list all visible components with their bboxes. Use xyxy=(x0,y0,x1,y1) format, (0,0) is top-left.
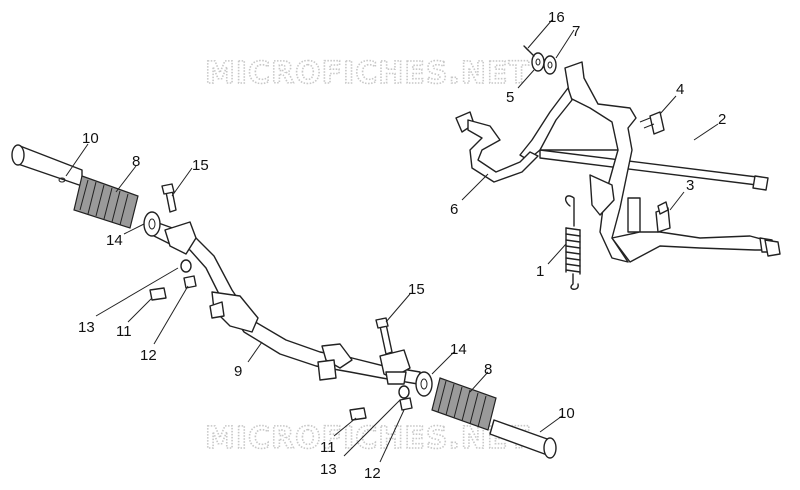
callout-13-left: 13 xyxy=(78,319,95,336)
shaft-bushing[interactable] xyxy=(639,111,665,135)
stand-foot-lever[interactable] xyxy=(455,111,539,183)
callout-13-right: 13 xyxy=(320,461,337,478)
callout-15-right: 15 xyxy=(408,281,425,298)
nut-12-left[interactable] xyxy=(183,275,197,289)
bolt-11-left[interactable] xyxy=(149,287,167,301)
footrest-tube-left[interactable] xyxy=(11,144,83,187)
callout-12-right: 12 xyxy=(364,465,381,482)
rubber-stopper[interactable] xyxy=(655,201,671,233)
callout-8-left: 8 xyxy=(132,153,140,170)
callout-14-left: 14 xyxy=(106,232,123,249)
watermark-top: MICROFICHES.NET xyxy=(205,56,530,91)
callout-11-right: 11 xyxy=(320,439,336,456)
callout-5: 5 xyxy=(506,89,514,106)
bolt-15-left[interactable] xyxy=(161,183,177,213)
bolt-15-right[interactable] xyxy=(375,317,393,355)
rubber-grip-right[interactable] xyxy=(431,377,497,431)
callout-6: 6 xyxy=(450,201,458,218)
rubber-grip-left[interactable] xyxy=(73,175,139,229)
callout-10-right: 10 xyxy=(558,405,575,422)
callout-12-left: 12 xyxy=(140,347,157,364)
pivot-shaft[interactable] xyxy=(539,149,769,191)
washer-5[interactable] xyxy=(531,52,545,72)
footrest-tube-right[interactable] xyxy=(489,419,557,459)
callout-14-right: 14 xyxy=(450,341,467,358)
callout-3: 3 xyxy=(686,177,694,194)
leader-lines xyxy=(65,19,719,463)
callout-2: 2 xyxy=(718,111,726,128)
callout-16: 16 xyxy=(548,9,565,26)
callout-8-right: 8 xyxy=(484,361,492,378)
callout-7: 7 xyxy=(572,23,580,40)
nut-12-right[interactable] xyxy=(399,397,413,411)
washer-14-left[interactable] xyxy=(143,211,161,237)
washer-13-left[interactable] xyxy=(180,259,192,273)
washer-13-right[interactable] xyxy=(398,385,410,399)
footrest-bar[interactable] xyxy=(145,219,421,385)
callout-10-left: 10 xyxy=(82,130,99,147)
cotter-pin-16[interactable] xyxy=(523,45,535,57)
center-stand-frame[interactable] xyxy=(519,61,781,263)
callout-numbers: 16 7 5 4 2 3 6 1 10 8 15 14 13 11 12 9 1… xyxy=(78,9,726,482)
callout-11-left: 11 xyxy=(116,323,132,340)
watermark-bottom: MICROFICHES.NET xyxy=(205,421,530,456)
return-spring[interactable] xyxy=(564,195,581,290)
callout-9: 9 xyxy=(234,363,242,380)
callout-15-left: 15 xyxy=(192,157,209,174)
center-stand-assembly xyxy=(455,45,781,290)
footrest-assembly xyxy=(11,144,557,459)
bolt-11-right[interactable] xyxy=(349,407,367,421)
washer-7[interactable] xyxy=(543,55,557,75)
callout-4: 4 xyxy=(676,81,684,98)
callout-1: 1 xyxy=(536,263,544,280)
washer-14-right[interactable] xyxy=(415,371,433,397)
